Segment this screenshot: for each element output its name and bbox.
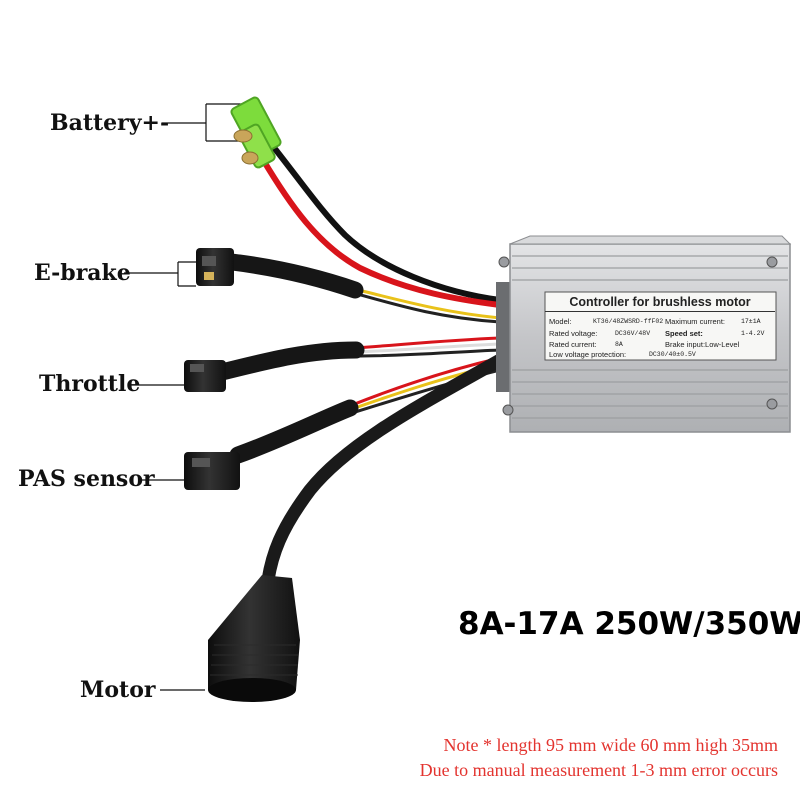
sticker-rated-voltage-label: Rated voltage: — [549, 329, 598, 338]
sticker-low-voltage-value: DC30/40±0.5V — [649, 351, 696, 358]
battery-red-wire — [259, 155, 503, 308]
battery-black-wire — [265, 137, 503, 303]
throttle-plug-latch — [190, 364, 204, 372]
motor-callout: Motor — [80, 677, 156, 703]
housing-screw — [502, 404, 514, 416]
motor-plug-ridges — [210, 644, 298, 676]
sticker-speed-set-label: Speed set: — [665, 329, 703, 338]
dimension-note-line2: Due to manual measurement 1-3 mm error o… — [419, 760, 778, 780]
battery-callout: Battery+- — [50, 110, 170, 136]
sticker-model-label: Model: — [549, 317, 572, 326]
pas-plug — [184, 452, 240, 490]
housing-fins — [512, 255, 788, 419]
sticker-low-voltage-label: Low voltage protection: — [549, 350, 627, 359]
motor-plug-body — [208, 575, 300, 700]
power-spec-text: 8A-17A 250W/350W — [458, 606, 800, 642]
ebrake-leader — [124, 261, 196, 287]
ebrake-sleeve — [223, 253, 364, 299]
sticker-rated-current-value: 8A — [615, 341, 623, 348]
motor-connector — [208, 575, 300, 702]
battery-connector-pin — [233, 129, 253, 143]
ebrake-plug-latch — [202, 256, 216, 266]
housing-top-edge — [509, 235, 792, 245]
dimension-note-line1: Note * length 95 mm wide 60 mm high 35mm — [443, 735, 778, 755]
sticker-max-current-label: Maximum current: — [665, 317, 726, 326]
throttle-black-wire — [353, 348, 502, 358]
sticker-speed-set-value: 1-4.2V — [741, 330, 765, 337]
ebrake-yellow-wire — [348, 286, 502, 320]
housing-screw — [498, 256, 510, 268]
throttle-sleeve — [213, 341, 365, 381]
throttle-callout: Throttle — [39, 371, 141, 397]
motor-plug-face — [208, 678, 296, 702]
pas-red-wire — [350, 356, 502, 407]
sticker-max-current-value: 17±1A — [741, 318, 761, 325]
battery-leader — [162, 103, 244, 142]
throttle-connector — [184, 360, 226, 392]
battery-connector-pin — [241, 151, 259, 165]
controller-label-sticker: Controller for brushless motor Model: KT… — [545, 293, 775, 359]
throttle-red-wire — [353, 336, 502, 350]
motor-cable — [261, 353, 507, 587]
ebrake-black-wire — [348, 290, 502, 324]
pas-sleeve — [229, 399, 359, 464]
pas-plug-latch — [192, 458, 210, 467]
sticker-model-value: KT36/48ZWSRD-ffF02 — [593, 318, 664, 325]
pas-sensor-callout: PAS sensor — [18, 466, 155, 492]
pas-connector — [184, 452, 240, 490]
ebrake-plug — [196, 248, 234, 286]
ebrake-plug-pin — [204, 272, 214, 280]
ebrake-connector — [196, 248, 234, 286]
sticker-brake-input: Brake input:Low-Level — [665, 340, 740, 349]
housing-endcap — [496, 282, 510, 392]
controller-housing — [496, 235, 792, 433]
wires — [213, 137, 507, 587]
sticker-rated-current-label: Rated current: — [549, 340, 597, 349]
housing-screw — [766, 398, 778, 410]
label-sticker-bg — [544, 291, 777, 361]
throttle-white-wire — [353, 342, 502, 354]
battery-terminals — [230, 96, 282, 169]
sticker-title: Controller for brushless motor — [545, 295, 775, 312]
callout-leaders — [124, 103, 244, 691]
sticker-rated-voltage-value: DC36V/48V — [615, 330, 651, 337]
housing-screw — [766, 256, 778, 268]
ebrake-callout: E-brake — [34, 260, 131, 286]
